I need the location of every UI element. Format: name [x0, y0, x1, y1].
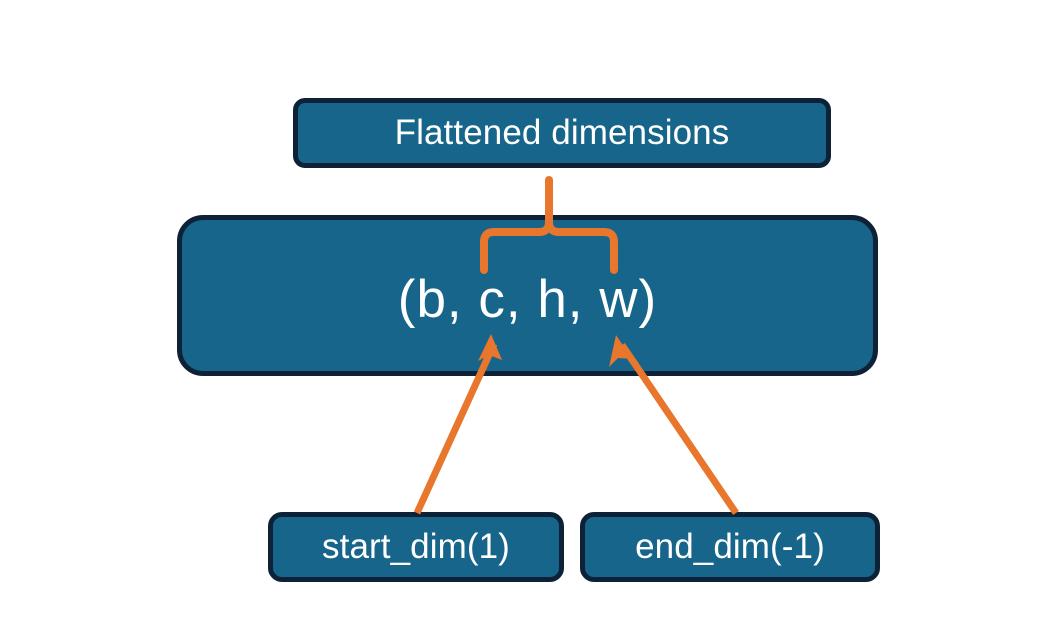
- node-flattened-dimensions-label: Flattened dimensions: [394, 113, 730, 152]
- node-flattened-dimensions[interactable]: Flattened dimensions: [293, 98, 831, 168]
- node-tensor-shape[interactable]: (b, c, h, w): [177, 215, 878, 376]
- node-tensor-shape-label: (b, c, h, w): [397, 270, 658, 329]
- node-end-dim[interactable]: end_dim(-1): [580, 512, 880, 582]
- node-start-dim-label: start_dim(1): [322, 527, 510, 566]
- node-start-dim[interactable]: start_dim(1): [268, 512, 564, 582]
- node-end-dim-label: end_dim(-1): [635, 527, 825, 566]
